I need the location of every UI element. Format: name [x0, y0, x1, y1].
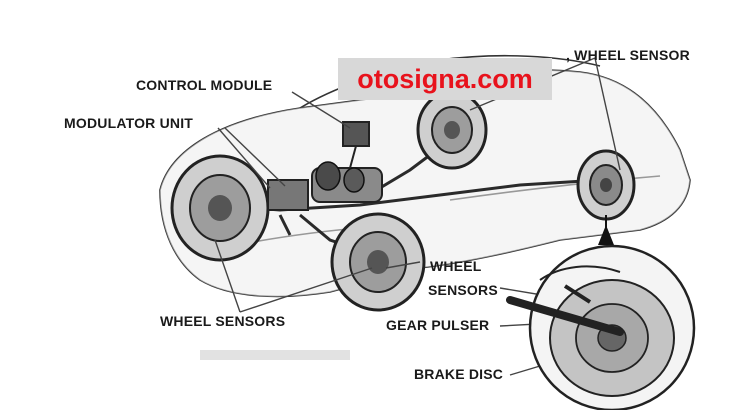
label-wheel-sensor: , WHEEL SENSOR [566, 47, 690, 63]
rear-right-wheel [578, 151, 634, 219]
brake-detail-inset [510, 246, 694, 410]
rear-left-wheel [332, 214, 424, 310]
front-left-wheel [172, 156, 268, 260]
label-modulator-unit: MODULATOR UNIT [64, 115, 193, 131]
label-wheel-sensors-bottom: WHEEL SENSORS [160, 313, 285, 329]
label-control-module: CONTROL MODULE [136, 77, 272, 93]
smudge-bar [200, 350, 350, 360]
label-gear-pulser: GEAR PULSER [386, 317, 489, 333]
watermark-box: otosigna.com [338, 58, 552, 100]
label-wheel-sensors-detail-line1: WHEEL [430, 258, 482, 274]
front-right-wheel [418, 92, 486, 168]
label-brake-disc: BRAKE DISC [414, 366, 503, 382]
watermark-text: otosigna.com [357, 64, 533, 95]
label-wheel-sensors-detail-line2: SENSORS [428, 282, 498, 298]
